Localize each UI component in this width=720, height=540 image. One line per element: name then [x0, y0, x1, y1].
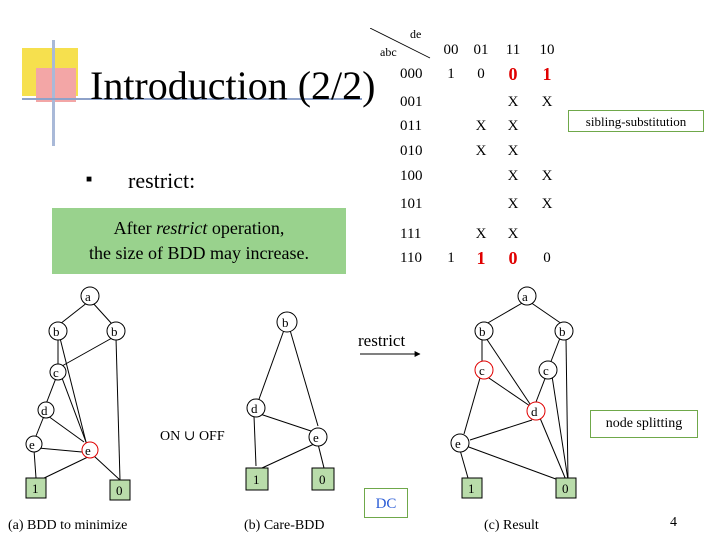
kmap-cell: X — [475, 226, 487, 242]
kmap-col-header: 10 — [539, 42, 555, 58]
bdd-b-node-d: d — [251, 401, 258, 416]
bdd-a-node-c: c — [53, 365, 59, 380]
bdd-c: a b b c c d e 1 0 — [450, 286, 577, 499]
bdd-a-node-b2: b — [111, 324, 118, 339]
kmap-cell: 1 — [476, 248, 486, 268]
bdd-a-node-a: a — [85, 289, 91, 304]
callout-line-1: After restrict operation, — [113, 218, 285, 238]
bdd-b-terminal-1: 1 — [253, 472, 260, 487]
bdd-a-node-e2: e — [85, 443, 91, 458]
kmap-cell: X — [541, 196, 553, 212]
on-union-off-label: ON ∪ OFF — [160, 429, 225, 444]
page-number: 4 — [670, 515, 677, 530]
bdd-c-terminal-1: 1 — [468, 481, 475, 496]
kmap-cell: X — [541, 168, 553, 184]
kmap-cell: X — [507, 226, 519, 242]
kmap-row-label: 111 — [400, 226, 422, 242]
bdd-a-terminal-1: 1 — [32, 481, 39, 496]
bdd-c-node-c2: c — [543, 363, 549, 378]
bdd-c-node-c1: c — [479, 363, 485, 378]
kmap-cell: 1 — [447, 250, 455, 266]
bullet-text: restrict: — [128, 168, 196, 193]
bdd-c-node-e: e — [455, 436, 461, 451]
caption-b: (b) Care-BDD — [244, 518, 325, 533]
bdd-a-node-b1: b — [53, 324, 60, 339]
node-splitting-box: node splitting — [590, 410, 698, 438]
bdd-b: b d e 1 0 — [245, 311, 335, 491]
bdd-b-terminal-0: 0 — [319, 472, 326, 487]
kmap-row-label: 010 — [400, 143, 423, 159]
kmap-corner: de abc — [370, 28, 431, 59]
kmap-row-label: 011 — [400, 118, 422, 134]
bdd-a-node-e1: e — [29, 437, 35, 452]
bdd-a: a b b c d e e 1 0 — [25, 286, 131, 501]
bdd-c-node-d: d — [531, 404, 538, 419]
bdd-diagrams: a b b c d e e 1 0 b d e 1 0 ON ∪ OFF — [25, 286, 577, 501]
kmap-cell: X — [507, 168, 519, 184]
kmap-col-header: 01 — [473, 42, 489, 58]
bdd-b-node-b: b — [282, 315, 289, 330]
slide-title: Introduction (2/2) — [90, 63, 376, 108]
title-underline — [22, 98, 362, 100]
caption-c: (c) Result — [484, 518, 539, 533]
kmap-cell: X — [475, 143, 487, 159]
kmap-cell: X — [541, 94, 553, 110]
sibling-substitution-box: sibling-substitution — [568, 110, 704, 132]
bdd-a-terminal-0: 0 — [116, 483, 123, 498]
kmap-row-label: 001 — [400, 94, 423, 110]
kmap-row-label: 100 — [400, 168, 423, 184]
kmap-row-var: abc — [380, 45, 397, 59]
callout-box: After restrict operation, the size of BD… — [52, 208, 346, 274]
kmap-cell: 0 — [508, 64, 518, 84]
kmap-cell: 1 — [447, 66, 455, 82]
bdd-c-node-a: a — [522, 289, 528, 304]
kmap-cell: X — [475, 118, 487, 134]
bullet-square-icon: ■ — [86, 174, 93, 185]
kmap-col-var: de — [410, 28, 421, 41]
bdd-b-node-e: e — [313, 430, 319, 445]
kmap-row-label: 101 — [400, 196, 423, 212]
bdd-c-node-b1: b — [479, 324, 486, 339]
bdd-c-terminal-0: 0 — [562, 481, 569, 496]
bdd-c-node-b2: b — [559, 324, 566, 339]
title-decoration-vline — [52, 40, 55, 146]
kmap-cell: 0 — [508, 248, 518, 268]
restrict-arrow-label: restrict — [358, 331, 405, 350]
kmap-cell: X — [507, 196, 519, 212]
kmap-cell: 0 — [477, 66, 485, 82]
caption-a: (a) BDD to minimize — [8, 518, 128, 533]
kmap-row-label: 000 — [400, 66, 423, 82]
kmap-col-header: 00 — [443, 42, 459, 58]
dc-box: DC — [364, 488, 408, 518]
kmap-cell: X — [507, 94, 519, 110]
bdd-a-node-d: d — [41, 403, 48, 418]
callout-line-2: the size of BDD may increase. — [89, 243, 309, 263]
kmap-cell: 0 — [543, 250, 551, 266]
kmap-col-header: 11 — [505, 42, 521, 58]
kmap-row-label: 110 — [400, 250, 422, 266]
kmap-cell: X — [507, 143, 519, 159]
kmap-cell: 1 — [542, 64, 552, 84]
title-decoration-red — [36, 68, 76, 102]
kmap-cell: X — [507, 118, 519, 134]
